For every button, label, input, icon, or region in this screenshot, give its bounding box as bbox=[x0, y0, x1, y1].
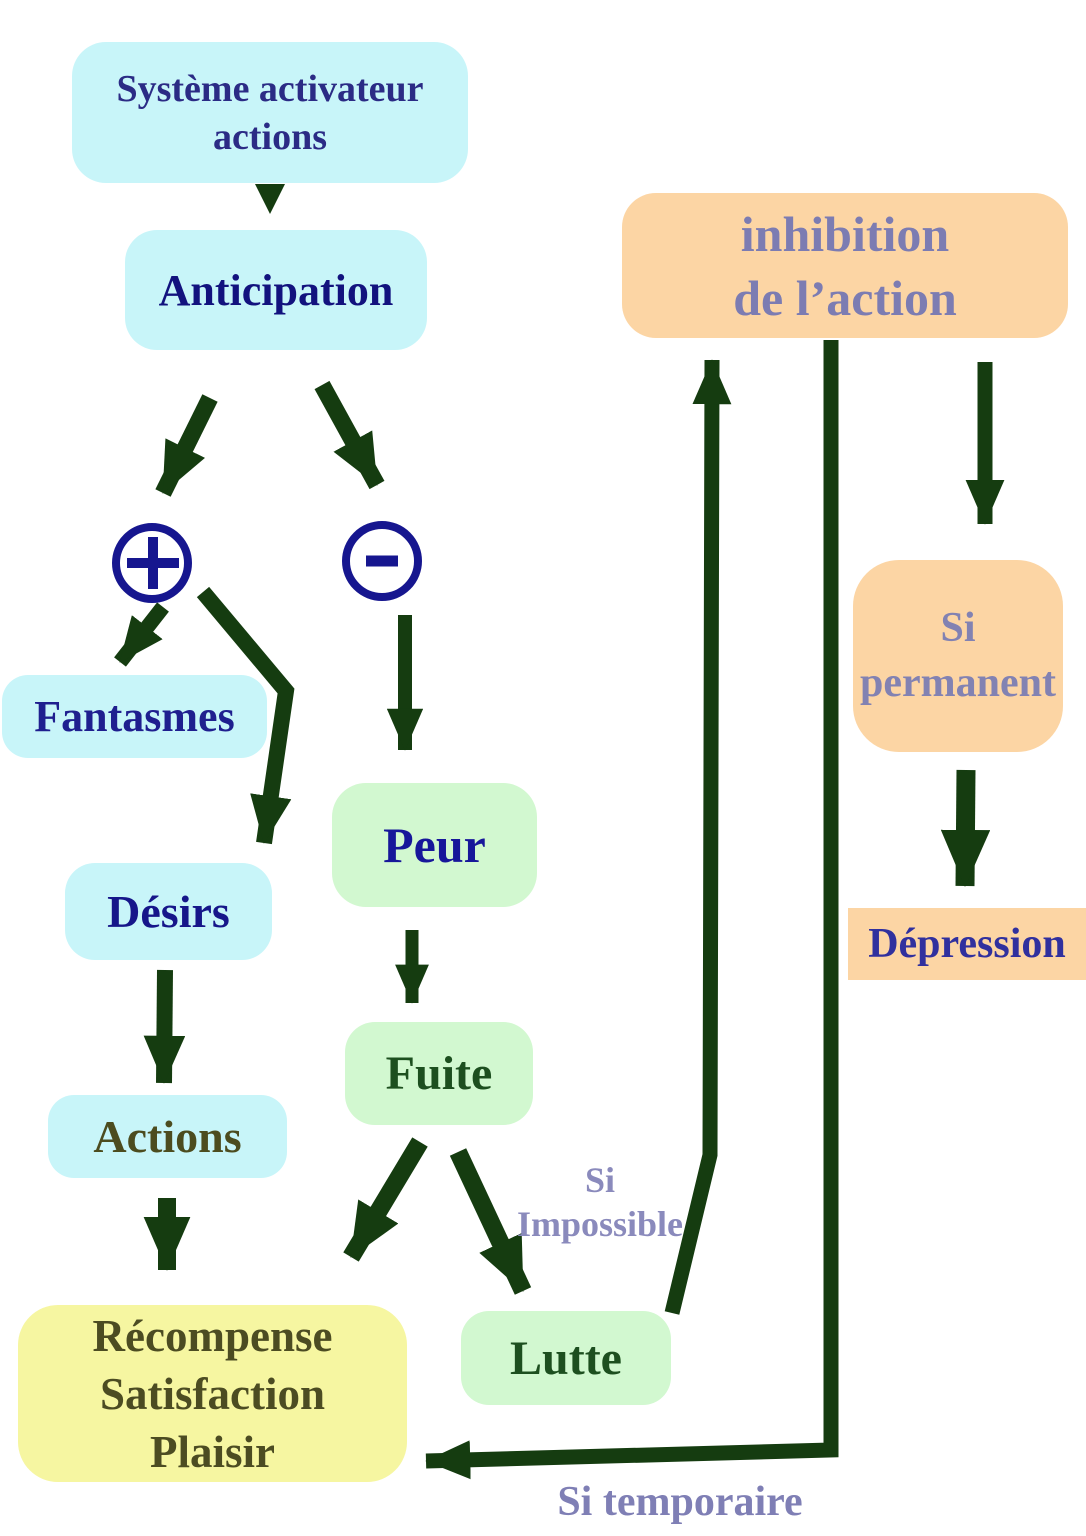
arrow-anticipation-to-plus bbox=[155, 394, 218, 497]
edge-label-si-impossible-line2: Impossible bbox=[516, 1204, 684, 1244]
node-desirs: Désirs bbox=[65, 863, 272, 960]
node-recompense-line2: Satisfaction bbox=[100, 1368, 325, 1419]
node-si-permanent: Si permanent bbox=[853, 560, 1063, 752]
node-systeme-line1: Système activateur bbox=[116, 67, 424, 110]
arrow-inhibition-to-recompense bbox=[425, 340, 839, 1480]
arrow-plus-to-fantasmes bbox=[114, 602, 169, 667]
node-recompense-line1: Récompense bbox=[92, 1310, 333, 1361]
node-peur: Peur bbox=[332, 783, 537, 907]
minus-circle-icon bbox=[342, 521, 422, 601]
node-systeme-line2: actions bbox=[213, 115, 327, 158]
arrow-anticipation-to-minus bbox=[314, 380, 385, 490]
node-inhibition-line2: de l’action bbox=[733, 269, 957, 326]
node-recompense-line3: Plaisir bbox=[150, 1426, 275, 1477]
node-lutte: Lutte bbox=[461, 1311, 671, 1405]
node-anticipation: Anticipation bbox=[125, 230, 427, 350]
node-si-permanent-line2: permanent bbox=[860, 660, 1056, 706]
plus-circle-icon bbox=[112, 523, 192, 603]
node-recompense: Récompense Satisfaction Plaisir bbox=[18, 1305, 407, 1482]
edge-label-si-temporaire: Si temporaire bbox=[557, 1479, 803, 1525]
arrow-lutte-to-inhibition bbox=[664, 359, 732, 1315]
edge-label-si-impossible: Si Impossible bbox=[470, 1158, 730, 1246]
node-inhibition-line1: inhibition bbox=[740, 205, 950, 262]
node-fuite: Fuite bbox=[345, 1022, 533, 1125]
arrow-systeme-to-anticipation bbox=[255, 184, 285, 214]
edge-label-si-impossible-line1: Si bbox=[584, 1160, 616, 1200]
arrow-fuite-to-lutte bbox=[449, 1148, 532, 1295]
arrow-plus-to-desirs bbox=[196, 586, 295, 845]
node-inhibition: inhibition de l’action bbox=[622, 193, 1068, 338]
arrow-fuite-to-recompense bbox=[343, 1137, 428, 1262]
node-fantasmes: Fantasmes bbox=[2, 675, 267, 758]
node-si-permanent-line1: Si bbox=[940, 605, 976, 651]
node-actions: Actions bbox=[48, 1095, 287, 1178]
node-depression: Dépression bbox=[848, 908, 1086, 980]
arrow-si-permanent-to-depression bbox=[940, 769, 991, 887]
arrow-desirs-to-actions bbox=[143, 969, 186, 1084]
node-systeme-activateur: Système activateur actions bbox=[72, 42, 468, 183]
